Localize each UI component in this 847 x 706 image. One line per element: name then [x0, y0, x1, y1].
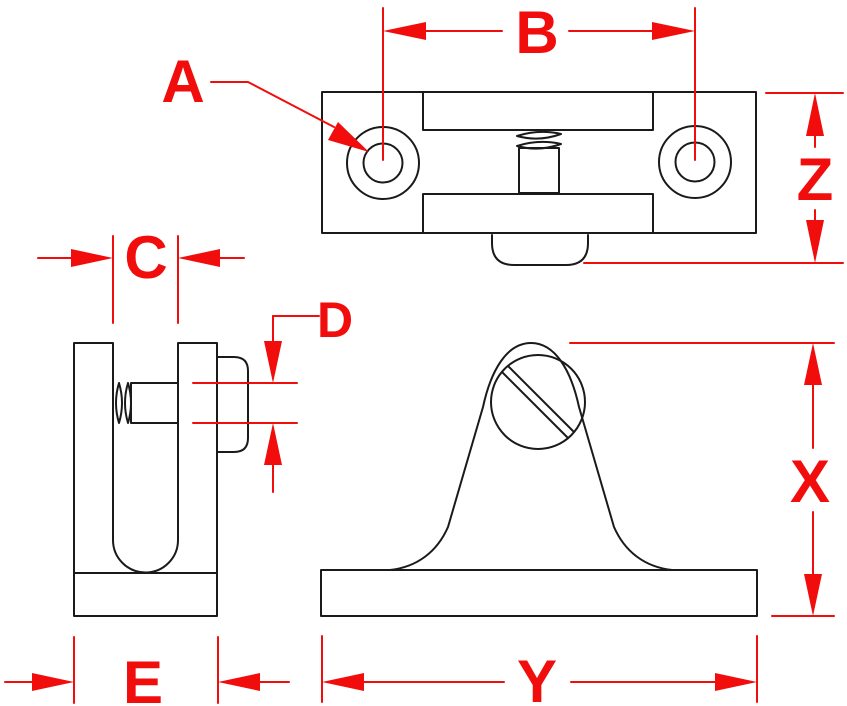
dimension-lines [4, 7, 844, 704]
dimension-e-lines [4, 636, 290, 704]
dimension-labels: A B C D E X Y Z [123, 0, 833, 706]
arrowhead-down-icon [806, 220, 824, 263]
dim-label-z: Z [797, 146, 834, 213]
dim-label-y: Y [517, 648, 557, 706]
side-view-thread-crest [115, 382, 123, 424]
leader-line [210, 81, 335, 128]
arrowhead-left-icon [322, 673, 364, 691]
front-view-screw-head [490, 354, 586, 450]
dimension-y-lines [321, 635, 758, 703]
dimension-arrowheads [32, 22, 824, 691]
dim-label-x: X [790, 448, 830, 515]
arrowhead-down-icon [264, 341, 282, 383]
side-view-clevis-outline [73, 342, 218, 617]
dimension-a-leader [210, 81, 335, 128]
dimension-d-lines [192, 315, 320, 493]
arrowhead-right-icon [71, 249, 113, 267]
top-view-plate-outline [321, 91, 757, 234]
side-view-screw-head [216, 356, 249, 453]
arrowhead-left-icon [218, 673, 260, 691]
arrowhead-leader-icon [328, 122, 369, 152]
arrowhead-up-icon [264, 423, 282, 465]
arrowhead-up-icon [806, 93, 824, 136]
front-view-screw-slot [501, 365, 575, 439]
dim-label-e: E [123, 649, 163, 706]
dimension-b-lines [382, 7, 696, 161]
top-view-upper-recess [422, 91, 654, 131]
top-view-lower-recess [422, 193, 654, 234]
arrowhead-up-icon [804, 343, 822, 385]
top-view-thread-crest [516, 140, 562, 150]
side-view [73, 342, 249, 617]
top-view [321, 91, 757, 266]
dimension-z-lines [583, 92, 844, 264]
front-view-base [320, 569, 758, 617]
dim-label-a: A [161, 48, 204, 115]
dim-label-c: C [124, 224, 167, 291]
dimension-x-lines [569, 342, 835, 617]
dim-label-d: D [317, 292, 353, 348]
top-view-thread-crest [516, 130, 562, 140]
arrowhead-left-icon [178, 249, 220, 267]
arrowhead-right-icon [652, 22, 695, 40]
dimension-c-lines [37, 235, 245, 324]
part-geometry [73, 91, 758, 617]
arrowhead-left-icon [383, 22, 426, 40]
side-view-stud-shank [130, 382, 179, 424]
arrowhead-right-icon [32, 673, 74, 691]
top-view-screw-head-tab [491, 234, 589, 266]
top-view-stud-shank [518, 147, 560, 194]
arrowhead-down-icon [804, 574, 822, 616]
dim-label-b: B [515, 0, 558, 66]
side-view-thread-crest [124, 382, 132, 424]
arrowhead-right-icon [715, 673, 757, 691]
front-view-bell-outline [389, 342, 673, 571]
front-view [320, 342, 758, 617]
